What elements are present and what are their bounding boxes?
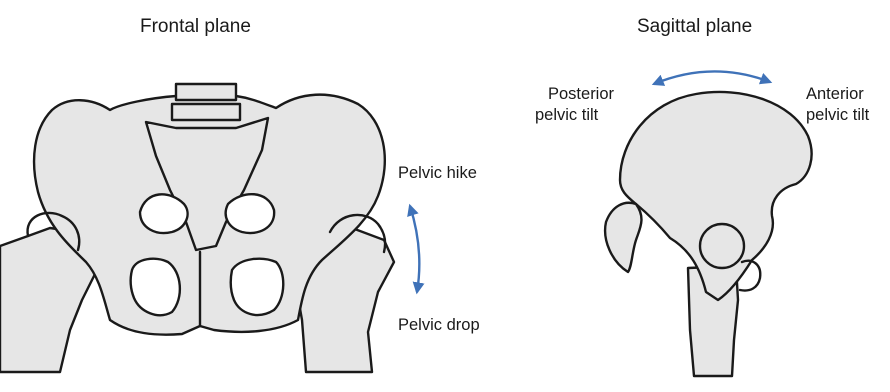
sagittal-pelvis-icon: [620, 92, 812, 300]
sagittal-femoral-head-icon: [700, 224, 744, 268]
right-pelvic-inlet-icon: [226, 194, 274, 233]
sagittal-motion-arrow: [654, 71, 770, 84]
frontal-pelvis-illustration: [0, 84, 394, 372]
sagittal-pelvis-illustration: [605, 92, 811, 376]
right-obturator-icon: [231, 259, 284, 315]
frontal-motion-arrow: [410, 206, 419, 292]
left-pelvic-inlet-icon: [140, 194, 188, 233]
ischium-icon: [605, 203, 641, 272]
